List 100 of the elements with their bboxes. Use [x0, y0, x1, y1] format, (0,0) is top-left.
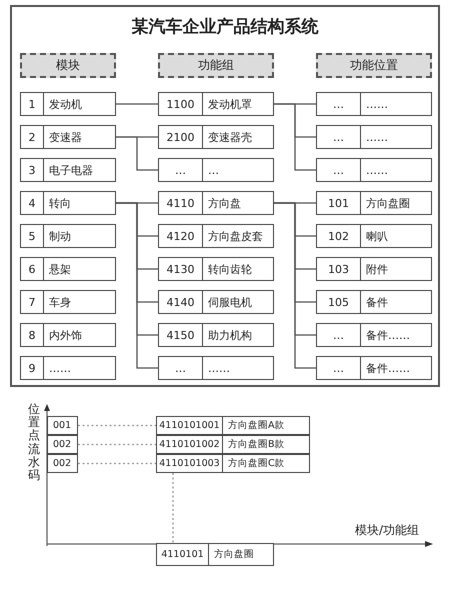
code-text: … [317, 357, 361, 379]
code-row [156, 543, 274, 566]
code-row [158, 323, 274, 347]
header-text: 功能组 [198, 57, 234, 74]
code-text: 7 [21, 291, 44, 313]
name-text: 方向盘圈B款 [227, 438, 285, 451]
header-text: 功能位置 [350, 57, 398, 74]
name-text: 制动 [48, 228, 71, 244]
name-text: 方向盘圈 [365, 196, 410, 210]
code-text: 6 [21, 258, 44, 280]
code-text: 002 [53, 439, 72, 450]
name-text: 变速器 [48, 130, 82, 144]
name-text: 助力机构 [207, 328, 252, 342]
name-text: 发动机罩 [207, 96, 252, 112]
name-text: 内外饰 [48, 328, 82, 342]
name-text: …… [365, 98, 388, 110]
code-text: … [159, 357, 203, 379]
code-row [20, 158, 116, 182]
code-text: 4110101002 [157, 436, 223, 453]
connector-line [116, 202, 158, 369]
code-text: 4110101001 [157, 417, 223, 434]
name-text: 转向 [48, 196, 71, 210]
code-row [158, 356, 274, 380]
name-text: 方向盘圈A款 [227, 419, 284, 432]
dotted-line [78, 444, 156, 446]
code-text: 4110101 [157, 544, 209, 565]
connector-line [274, 103, 316, 171]
axis-label: 模块/功能组 [355, 522, 420, 539]
name-text: 车身 [48, 294, 71, 310]
name-text: 悬架 [48, 262, 71, 276]
name-text: 备件…… [365, 360, 410, 376]
code-row [158, 125, 274, 149]
code-text: 4140 [159, 291, 203, 313]
code-text: 4130 [159, 258, 203, 280]
code-row [20, 92, 116, 116]
code-text: 002 [53, 458, 72, 469]
code-row [156, 454, 310, 473]
code-row [316, 92, 432, 116]
code-text: 103 [317, 258, 361, 280]
code-text: … [159, 159, 203, 181]
code-text: 1100 [159, 93, 203, 115]
name-text: 转向齿轮 [207, 262, 252, 276]
name-text: 变速器壳 [207, 130, 252, 144]
code-text: 3 [21, 159, 44, 181]
code-row [20, 356, 116, 380]
code-text: 1 [21, 93, 44, 115]
name-text: …… [48, 362, 71, 374]
code-text: 5 [21, 225, 44, 247]
code-row [316, 323, 432, 347]
code-text: 102 [317, 225, 361, 247]
column-header [316, 53, 432, 78]
code-text: 8 [21, 324, 44, 346]
name-text: …… [365, 130, 388, 144]
name-text: 附件 [365, 262, 388, 276]
code-text: … [317, 126, 361, 148]
name-text: 电子电器 [48, 162, 93, 178]
code-row [158, 257, 274, 281]
code-row [158, 158, 274, 182]
code-text: 2100 [159, 126, 203, 148]
code-row [20, 323, 116, 347]
dotted-line [78, 424, 156, 426]
connector-line [116, 103, 158, 105]
code-text: 4120 [159, 225, 203, 247]
code-row [20, 257, 116, 281]
dotted-line [172, 473, 174, 543]
code-text: 9 [21, 357, 44, 379]
code-row [47, 454, 78, 473]
column-header [158, 53, 274, 78]
name-text: 方向盘 [207, 196, 241, 210]
code-row [158, 191, 274, 215]
name-text: 伺服电机 [207, 294, 252, 310]
code-row [158, 224, 274, 248]
name-text: 备件…… [365, 328, 410, 342]
code-row [47, 416, 78, 435]
code-row [316, 356, 432, 380]
code-text: 2 [21, 126, 44, 148]
code-row [316, 191, 432, 215]
code-row [158, 92, 274, 116]
name-text: 备件 [365, 294, 388, 310]
code-text: 105 [317, 291, 361, 313]
diagram-title: 某汽车企业产品结构系统 [130, 16, 320, 38]
connector-line [274, 202, 316, 369]
name-text: 方向盘圈 [213, 548, 254, 561]
column-header [20, 53, 116, 78]
name-text: 发动机 [48, 96, 82, 112]
code-row [20, 191, 116, 215]
code-text: 4150 [159, 324, 203, 346]
code-text: 4110 [159, 192, 203, 214]
code-text: 4 [21, 192, 44, 214]
code-row [316, 224, 432, 248]
code-text: … [317, 159, 361, 181]
code-row [316, 290, 432, 314]
code-text: … [317, 93, 361, 115]
code-row [20, 290, 116, 314]
code-text: 4110101003 [157, 455, 223, 472]
name-text: …… [365, 164, 388, 176]
code-row [156, 416, 310, 435]
code-row [156, 435, 310, 454]
connector-line [116, 136, 158, 171]
code-text: 001 [53, 420, 72, 431]
